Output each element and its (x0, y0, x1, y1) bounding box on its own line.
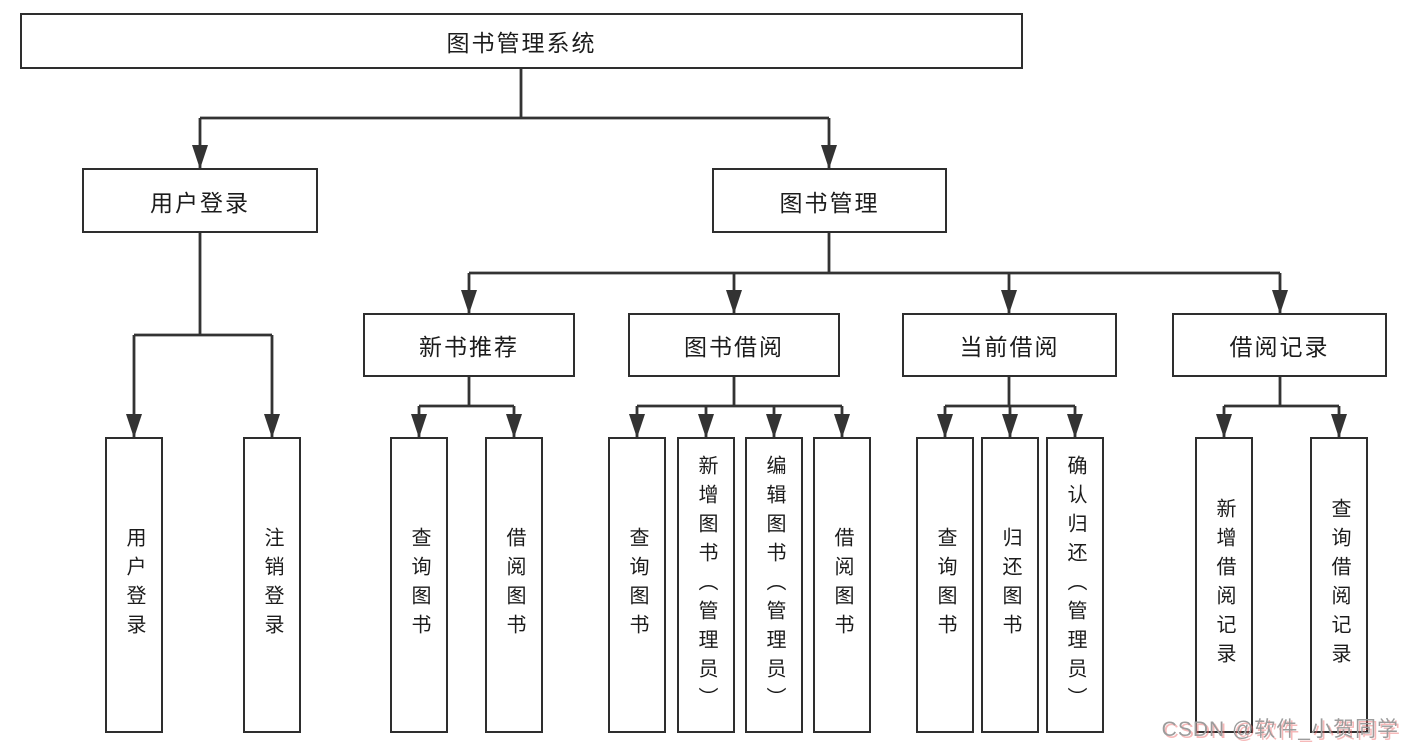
node-book-management: 图书管理 (712, 168, 947, 233)
node-label: 编辑图书（管理员） (763, 454, 785, 716)
leaf-records-add-record: 新增借阅记录 (1195, 437, 1253, 733)
node-new-book-recommend: 新书推荐 (363, 313, 575, 377)
node-label: 图书借阅 (684, 334, 784, 360)
leaf-records-query-record: 查询借阅记录 (1310, 437, 1368, 733)
node-label: 归还图书 (999, 527, 1021, 643)
node-label: 查询图书 (626, 527, 648, 643)
node-root-system: 图书管理系统 (20, 13, 1023, 69)
leaf-newrec-borrow-book: 借阅图书 (485, 437, 543, 733)
leaf-user-login: 用户登录 (105, 437, 163, 733)
node-label: 用户登录 (123, 527, 145, 643)
leaf-borrow-edit-book-admin: 编辑图书（管理员） (745, 437, 803, 733)
node-label: 借阅图书 (503, 527, 525, 643)
node-label: 借阅图书 (831, 527, 853, 643)
node-label: 借阅记录 (1229, 334, 1330, 360)
leaf-newrec-query-book: 查询图书 (390, 437, 448, 733)
leaf-borrow-borrow-book: 借阅图书 (813, 437, 871, 733)
node-current-borrow: 当前借阅 (902, 313, 1117, 377)
node-label: 新书推荐 (419, 334, 519, 360)
node-label: 注销登录 (261, 527, 283, 643)
node-label: 图书管理系统 (446, 30, 597, 56)
node-label: 图书管理 (779, 189, 880, 216)
node-user-login-group: 用户登录 (82, 168, 318, 233)
node-book-borrow: 图书借阅 (628, 313, 840, 377)
csdn-watermark: CSDN @软件_小贺同学 (1161, 718, 1399, 741)
leaf-borrow-query-book: 查询图书 (608, 437, 666, 733)
node-label: 用户登录 (150, 189, 250, 216)
node-borrow-records: 借阅记录 (1172, 313, 1387, 377)
leaf-current-query-book: 查询图书 (916, 437, 974, 733)
leaf-current-confirm-return-admin: 确认归还（管理员） (1046, 437, 1104, 733)
leaf-logout: 注销登录 (243, 437, 301, 733)
leaf-borrow-add-book-admin: 新增图书（管理员） (677, 437, 735, 733)
node-label: 新增借阅记录 (1213, 498, 1235, 672)
node-label: 查询图书 (934, 527, 956, 643)
leaf-current-return-book: 归还图书 (981, 437, 1039, 733)
node-label: 确认归还（管理员） (1064, 454, 1086, 716)
node-label: 查询图书 (408, 527, 430, 643)
node-label: 当前借阅 (959, 334, 1060, 360)
node-label: 新增图书（管理员） (695, 454, 717, 716)
node-label: 查询借阅记录 (1328, 498, 1350, 672)
